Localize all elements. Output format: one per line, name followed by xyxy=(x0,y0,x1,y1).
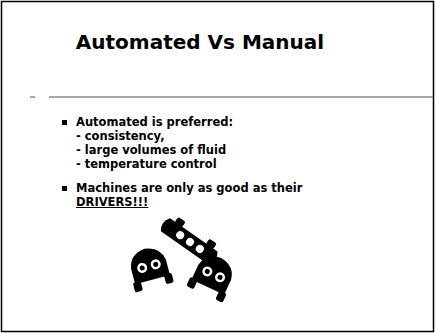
emphasis-text: DRIVERS!!! xyxy=(76,195,148,209)
rule-glow xyxy=(35,90,49,104)
bullet xyxy=(62,186,67,191)
bullet-text: Machines are only as good as their xyxy=(76,181,302,195)
margin-rule xyxy=(50,2,51,150)
sub-item: - temperature control xyxy=(76,157,217,171)
sub-item: - consistency, xyxy=(76,129,165,143)
cars-illustration xyxy=(125,212,239,303)
title-rule xyxy=(30,97,433,98)
bullet-text: Automated is preferred: xyxy=(76,115,233,129)
slide-title: Automated Vs Manual xyxy=(76,30,324,54)
sub-item: - large volumes of fluid xyxy=(76,143,226,157)
bullet xyxy=(62,120,67,125)
